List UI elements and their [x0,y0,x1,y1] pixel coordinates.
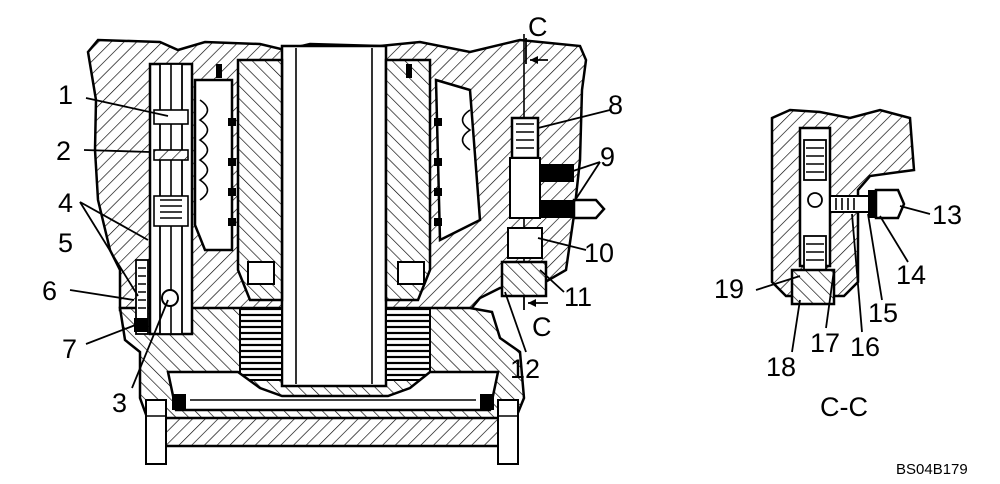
bottom-flange [148,416,514,448]
callout-1: 1 [58,80,73,110]
detail-title: C-C [820,392,868,422]
leader-lines-main [69,97,611,389]
flange-bolt-left [145,399,167,465]
valve-stack-left [134,62,194,336]
callout-10: 10 [584,238,614,268]
disc-pack-right [385,307,431,381]
disc-pack-left [239,307,283,381]
callout-17: 17 [810,328,840,358]
central-bore [280,44,388,388]
callout-16: 16 [850,332,880,362]
seal-set [216,64,442,226]
section-mark-bottom: C [532,312,552,342]
detail-fitting [874,188,906,220]
callout-9: 9 [600,142,615,172]
plug-bottom [500,260,548,298]
callout-6: 6 [42,276,57,306]
detail-section-view: 13 14 15 16 17 18 19 C-C [714,108,962,422]
callout-12: 12 [510,354,540,384]
callout-15: 15 [868,298,898,328]
callout-2: 2 [56,136,71,166]
callout-19: 19 [714,274,744,304]
callout-14: 14 [896,260,926,290]
callout-13: 13 [932,200,962,230]
leader-lines-detail [755,205,931,353]
callout-8: 8 [608,90,623,120]
detail-plug [790,268,836,306]
figure-code: BS04B179 [896,461,968,478]
callout-11: 11 [564,282,592,312]
section-mark-top: C [528,12,548,42]
callout-18: 18 [766,352,796,382]
section-cut-bottom [523,296,548,310]
callout-4: 4 [58,188,73,218]
section-cut-top [525,38,548,64]
callout-7: 7 [62,334,77,364]
callout-3: 3 [112,388,127,418]
main-section-view: C C 1 2 3 4 5 6 7 8 9 10 11 12 [42,12,623,465]
valve-stack-right [500,34,606,298]
flange-bolt-right [497,399,519,465]
callout-5: 5 [58,228,73,258]
